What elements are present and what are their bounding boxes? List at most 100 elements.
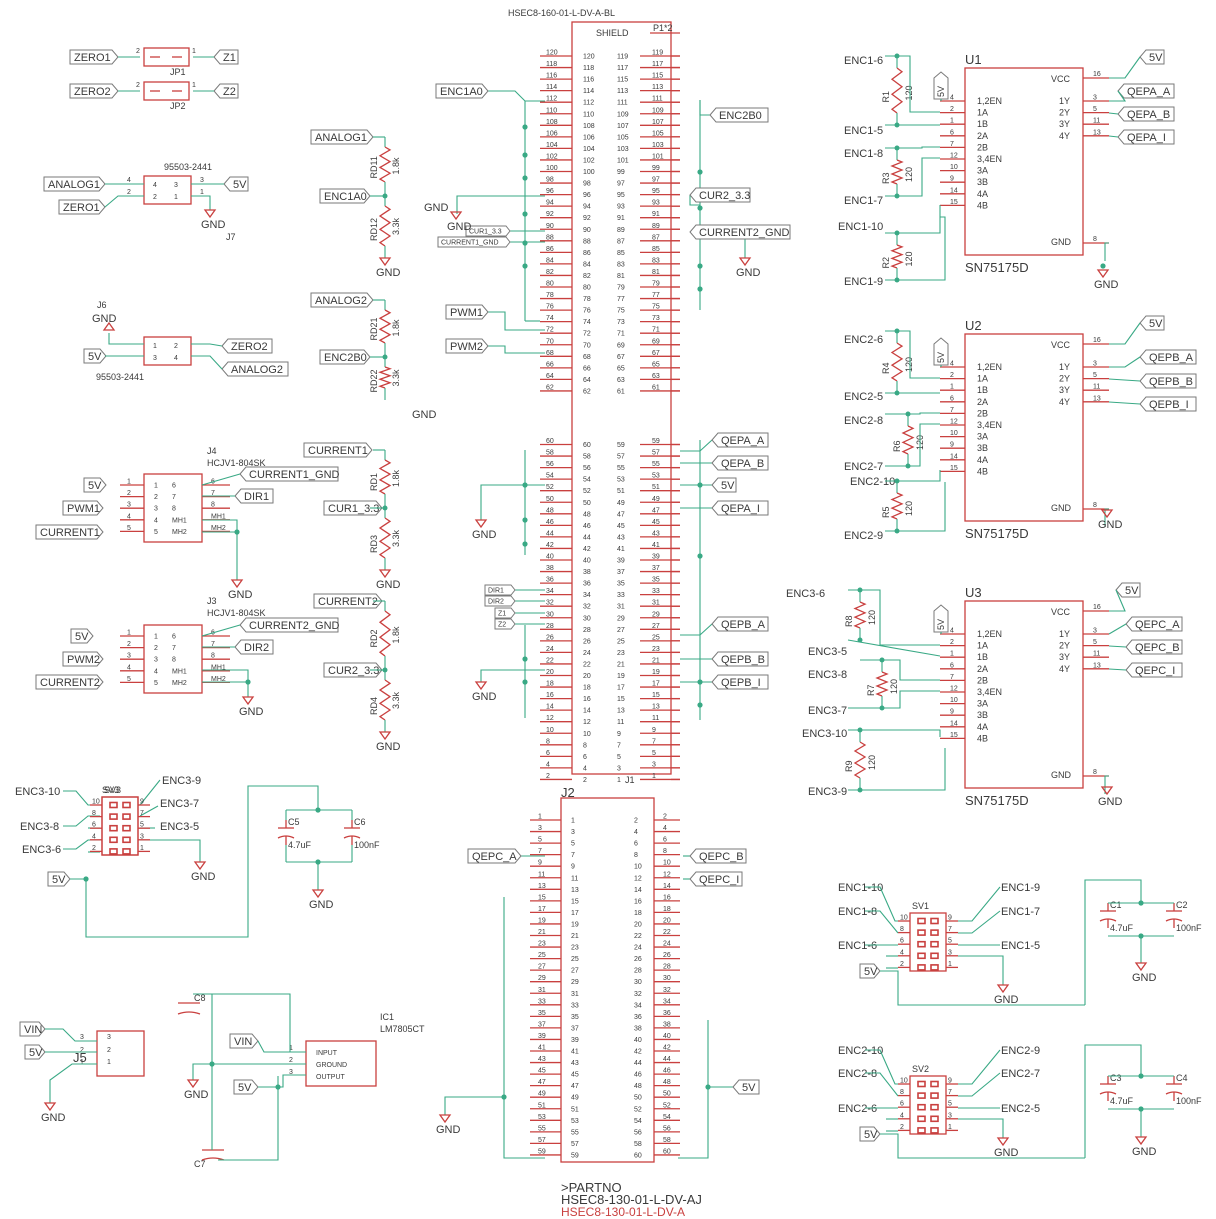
resistor-value: 1.8k bbox=[391, 157, 401, 175]
net-text-label: ENC2-6 bbox=[838, 1103, 877, 1115]
j2-wires bbox=[444, 855, 733, 1159]
j2-pin-num: 33 bbox=[571, 1002, 579, 1009]
svg-text:10: 10 bbox=[92, 799, 100, 806]
jp2-label: JP2 bbox=[170, 101, 186, 111]
j1-pin-num: 39 bbox=[617, 558, 625, 565]
net-flag bbox=[24, 1044, 46, 1060]
j1-pin-num: 46 bbox=[546, 519, 554, 526]
net-flag bbox=[313, 593, 383, 609]
net-flag-text: 5V bbox=[864, 1129, 878, 1141]
j2-value-red: HSEC8-130-01-L-DV-A bbox=[561, 1205, 685, 1219]
net-flag-text: PWM2 bbox=[450, 341, 483, 353]
j1-pin-num: 4 bbox=[583, 765, 587, 772]
net-flag-text: CURRENT1_GND bbox=[249, 469, 340, 481]
j2-pin-num: 33 bbox=[538, 998, 546, 1005]
j1-pin-num: 94 bbox=[546, 200, 554, 207]
ground-label: GND bbox=[472, 529, 497, 541]
junction-dot bbox=[697, 702, 703, 708]
j1-pin-num: 87 bbox=[652, 234, 660, 241]
j2-pin-num: 40 bbox=[634, 1037, 642, 1044]
j1-pin-num: 54 bbox=[583, 477, 591, 484]
j6-part: 95503-2441 bbox=[96, 372, 144, 382]
net-flag-text: 5V bbox=[864, 966, 878, 978]
j2-pin-num: 9 bbox=[571, 864, 575, 871]
j2-pin-num: 43 bbox=[538, 1056, 546, 1063]
svg-text:12: 12 bbox=[950, 153, 958, 160]
j2-pin-num: 4 bbox=[634, 829, 638, 836]
ic-pin-label: 4A bbox=[977, 189, 988, 199]
resistor-name: RD22 bbox=[369, 369, 379, 392]
net-text-label: ENC2-7 bbox=[1001, 1068, 1040, 1080]
junction-dot bbox=[522, 517, 528, 523]
net-flag-text: ZERO1 bbox=[63, 202, 100, 214]
j1-pin-num: 69 bbox=[652, 338, 660, 345]
svg-text:2: 2 bbox=[289, 1057, 293, 1064]
net-text-label: ENC2-9 bbox=[1001, 1045, 1040, 1057]
net-labels: ZERO1ZERO2Z1Z2ANALOG1ZERO15VZERO25VANALO… bbox=[15, 49, 1197, 1142]
j2-pin-num: 11 bbox=[538, 871, 545, 878]
net-flag-text: DIR1 bbox=[488, 588, 504, 595]
svg-text:10: 10 bbox=[950, 430, 958, 437]
j2-pin-num: 26 bbox=[663, 952, 671, 959]
j2-pin-num: 39 bbox=[538, 1033, 546, 1040]
net-flag-text: VIN bbox=[234, 1036, 252, 1048]
j1-pin-num: 44 bbox=[546, 530, 554, 537]
svg-text:15: 15 bbox=[950, 199, 958, 206]
net-flag-text: CURRENT2 bbox=[40, 677, 100, 689]
net-flag-text: QEPC_I bbox=[1135, 665, 1175, 677]
junction-dot bbox=[315, 807, 321, 813]
net-flag bbox=[711, 477, 737, 493]
j2-pin-num: 31 bbox=[571, 991, 579, 998]
j1-pin-num: 45 bbox=[617, 523, 625, 530]
j2-pin-num: 25 bbox=[538, 952, 546, 959]
j1-pin-num: 8 bbox=[583, 742, 587, 749]
j2-pin-num: 23 bbox=[538, 941, 546, 948]
svg-text:4: 4 bbox=[900, 949, 904, 956]
svg-text:5: 5 bbox=[127, 676, 131, 683]
junction-dot bbox=[275, 1084, 281, 1090]
svg-text:5: 5 bbox=[154, 680, 158, 687]
j2-pin-num: 53 bbox=[571, 1118, 579, 1125]
j2-pin-num: 47 bbox=[538, 1079, 546, 1086]
net-flag-text: Z1 bbox=[498, 611, 506, 618]
ground-icon bbox=[1096, 269, 1110, 279]
svg-text:13: 13 bbox=[1093, 662, 1101, 669]
svg-text:MH1: MH1 bbox=[211, 664, 226, 671]
j1-pin-num: 14 bbox=[583, 708, 591, 715]
capacitor-value: 100nF bbox=[354, 840, 380, 850]
ic-pin-label: 3,4EN bbox=[977, 420, 1002, 430]
header-name: SV1 bbox=[912, 901, 929, 911]
j2-pin-num: 7 bbox=[571, 852, 575, 859]
j2-pin-num: 41 bbox=[538, 1045, 546, 1052]
svg-text:2: 2 bbox=[900, 1124, 904, 1131]
j1-pin-num: 17 bbox=[617, 685, 625, 692]
j2-pin-num: 27 bbox=[571, 968, 579, 975]
net-flag bbox=[323, 500, 383, 516]
j2-pin-num: 37 bbox=[571, 1025, 579, 1032]
net-flag-text: QEPB_B bbox=[721, 654, 765, 666]
j1-pin-num: 61 bbox=[617, 388, 625, 395]
svg-text:2: 2 bbox=[154, 494, 158, 501]
j2-pin-num: 5 bbox=[538, 837, 542, 844]
j2-value: HSEC8-130-01-L-DV-AJ bbox=[561, 1192, 702, 1207]
net-flag bbox=[213, 49, 239, 65]
ground-label: GND bbox=[92, 313, 117, 325]
ic-pin-label: 3B bbox=[977, 443, 988, 453]
net-flag-text: ENC1A0 bbox=[440, 86, 483, 98]
ic1-pin-ground: GROUND bbox=[316, 1062, 347, 1069]
j1-p1-label: P1*2 bbox=[653, 23, 673, 33]
junction-dot bbox=[522, 211, 528, 217]
svg-text:2: 2 bbox=[950, 639, 954, 646]
j1-pin-num: 110 bbox=[583, 111, 594, 118]
j2-pin-num: 60 bbox=[634, 1152, 642, 1159]
net-text-label: ENC2-9 bbox=[844, 530, 883, 542]
j3-label: J3 bbox=[207, 596, 217, 606]
svg-text:13: 13 bbox=[1093, 129, 1101, 136]
j1-pin-num: 51 bbox=[652, 484, 660, 491]
svg-text:3: 3 bbox=[200, 177, 204, 184]
j1-pin-num: 12 bbox=[583, 719, 591, 726]
net-flag-small bbox=[494, 618, 516, 630]
net-flag-text: CURRENT2_GND bbox=[249, 620, 340, 632]
